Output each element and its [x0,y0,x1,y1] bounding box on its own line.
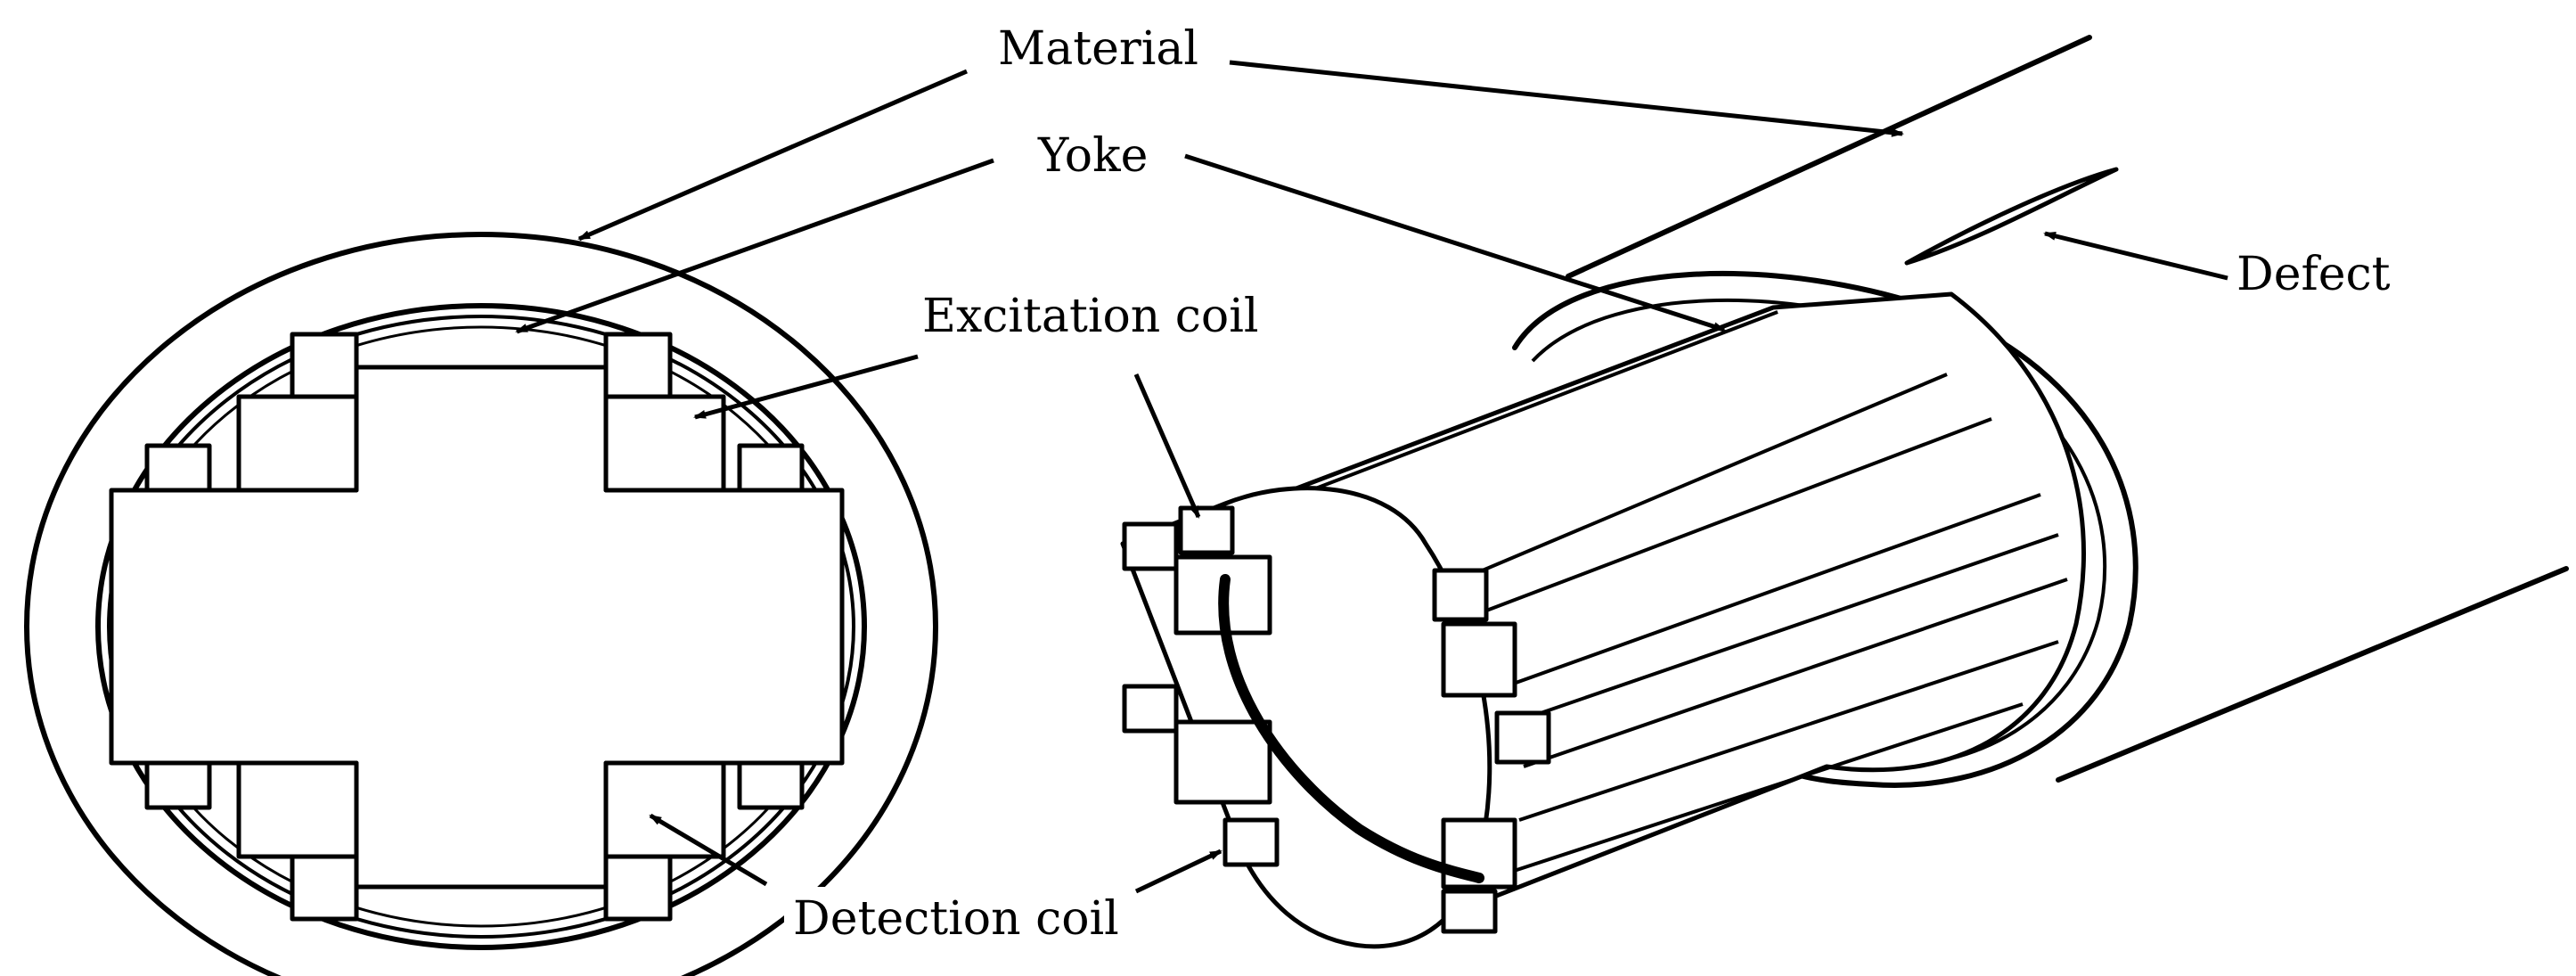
defect-label: Defect [2237,248,2391,301]
coil-cable [1218,574,1484,883]
material-label: Material [998,22,1198,76]
leader-lines [515,60,2228,894]
coil-block [603,760,726,859]
coil-block [144,760,212,810]
coil-block [603,332,673,399]
coil-block [236,394,359,493]
coil-block [603,394,726,493]
groove [1514,533,2059,724]
detection-leader-right [1134,849,1223,894]
cross-section-view [24,232,938,976]
detection-leader-left [649,813,768,887]
groove [1523,578,2068,768]
coil-pad [1432,568,1489,622]
cross-yoke [109,365,845,890]
material-inner-ring [95,303,867,950]
coil-block [290,332,359,399]
coil-blocks [144,332,805,922]
yoke-label: Yoke [1037,129,1148,183]
material-outer-ring [24,232,938,976]
defect-leader [2043,231,2228,281]
groove [1460,373,1948,581]
coil-pad [1441,889,1498,934]
groove [1474,417,1992,617]
groove [1287,310,1779,501]
coil-pad [1441,621,1517,698]
coil-pad [1494,710,1551,765]
coil-pad [1223,817,1280,867]
detection-coil-label: Detection coil [793,892,1119,946]
coil-block [603,854,673,922]
excitation-leader [693,354,919,420]
yoke-leader-left [515,158,994,334]
groove [1505,702,2024,875]
excitation-coil-label: Excitation coil [922,290,1258,343]
material-leader-left [577,69,968,242]
material-leader-right [1229,60,1904,137]
pipe-top-edge [1566,35,2092,279]
coil-pad [1178,505,1235,555]
probe-grooves [1287,310,2068,875]
coil-pad [1122,521,1179,571]
coil-pad [1174,719,1272,805]
coil-block [737,443,805,493]
pipe-opening-rim [1512,271,2138,788]
coil-block [236,760,359,859]
yoke-rim [107,315,855,939]
coil-block [737,760,805,810]
groove [1505,493,2041,688]
perspective-view [1120,35,2569,949]
yoke-leader-right [1184,153,1726,332]
coil-pad [1122,684,1179,734]
defect-slit [1904,167,2119,266]
coil-block [290,854,359,922]
pipe-bottom-edge [2056,566,2569,783]
groove [1518,640,2059,822]
labels: Material Yoke Excitation coil Defect Det… [784,18,2419,949]
excitation-leader-probe [1133,373,1201,519]
coil-block [144,443,212,493]
